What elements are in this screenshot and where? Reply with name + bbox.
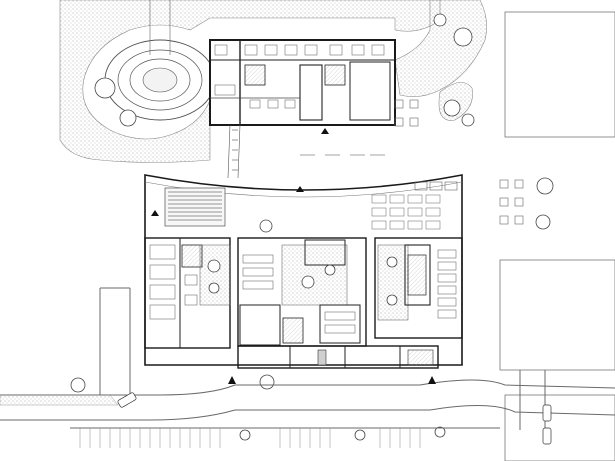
tree-icon xyxy=(70,377,86,393)
tree-icon xyxy=(433,13,447,27)
tree-icon xyxy=(386,256,398,268)
cars xyxy=(117,392,552,445)
tree-icon xyxy=(301,275,315,289)
north-arrow-icon xyxy=(228,376,236,384)
north-lawn xyxy=(59,0,441,163)
tree-icon xyxy=(535,214,551,230)
tree-icon xyxy=(119,109,137,127)
east-hall-seating xyxy=(371,194,441,230)
south-service-strip xyxy=(237,345,439,369)
tree-icon xyxy=(536,177,554,195)
tree-icon xyxy=(354,429,366,441)
roads xyxy=(0,287,615,430)
tree-icon xyxy=(259,374,275,390)
central-courtyard xyxy=(281,244,348,306)
tree-icon xyxy=(239,429,251,441)
adjacent-parcels xyxy=(499,11,615,461)
tree-icon xyxy=(207,259,221,273)
car-icon xyxy=(542,404,552,422)
west-courtyard xyxy=(199,244,231,306)
tree-icon xyxy=(324,264,336,276)
tree-icon xyxy=(94,77,116,99)
footbridge xyxy=(227,124,241,179)
tree-icon xyxy=(386,294,398,306)
tree-icon xyxy=(443,99,461,117)
east-courtyard xyxy=(377,244,409,321)
trees xyxy=(70,13,554,441)
auditorium-seating xyxy=(164,187,226,227)
east-wing xyxy=(374,237,463,339)
north-building xyxy=(209,39,396,126)
main-building xyxy=(144,174,463,369)
parking-bays xyxy=(79,428,421,448)
tree-icon xyxy=(453,27,473,47)
plaza-furniture xyxy=(300,99,524,225)
tree-icon xyxy=(208,282,220,294)
tree-icon xyxy=(434,426,446,438)
road-embankment xyxy=(0,394,119,406)
east-road-edge xyxy=(519,370,546,430)
tree-icon xyxy=(259,219,273,233)
entry-markers xyxy=(151,128,436,384)
west-access-road xyxy=(99,288,131,395)
north-east-lawn xyxy=(394,0,487,97)
car-icon xyxy=(117,392,137,408)
tree-icon xyxy=(461,113,475,127)
car-icon xyxy=(542,427,552,445)
main-road-north-edge xyxy=(0,379,615,396)
main-road-south-edge xyxy=(0,405,615,421)
